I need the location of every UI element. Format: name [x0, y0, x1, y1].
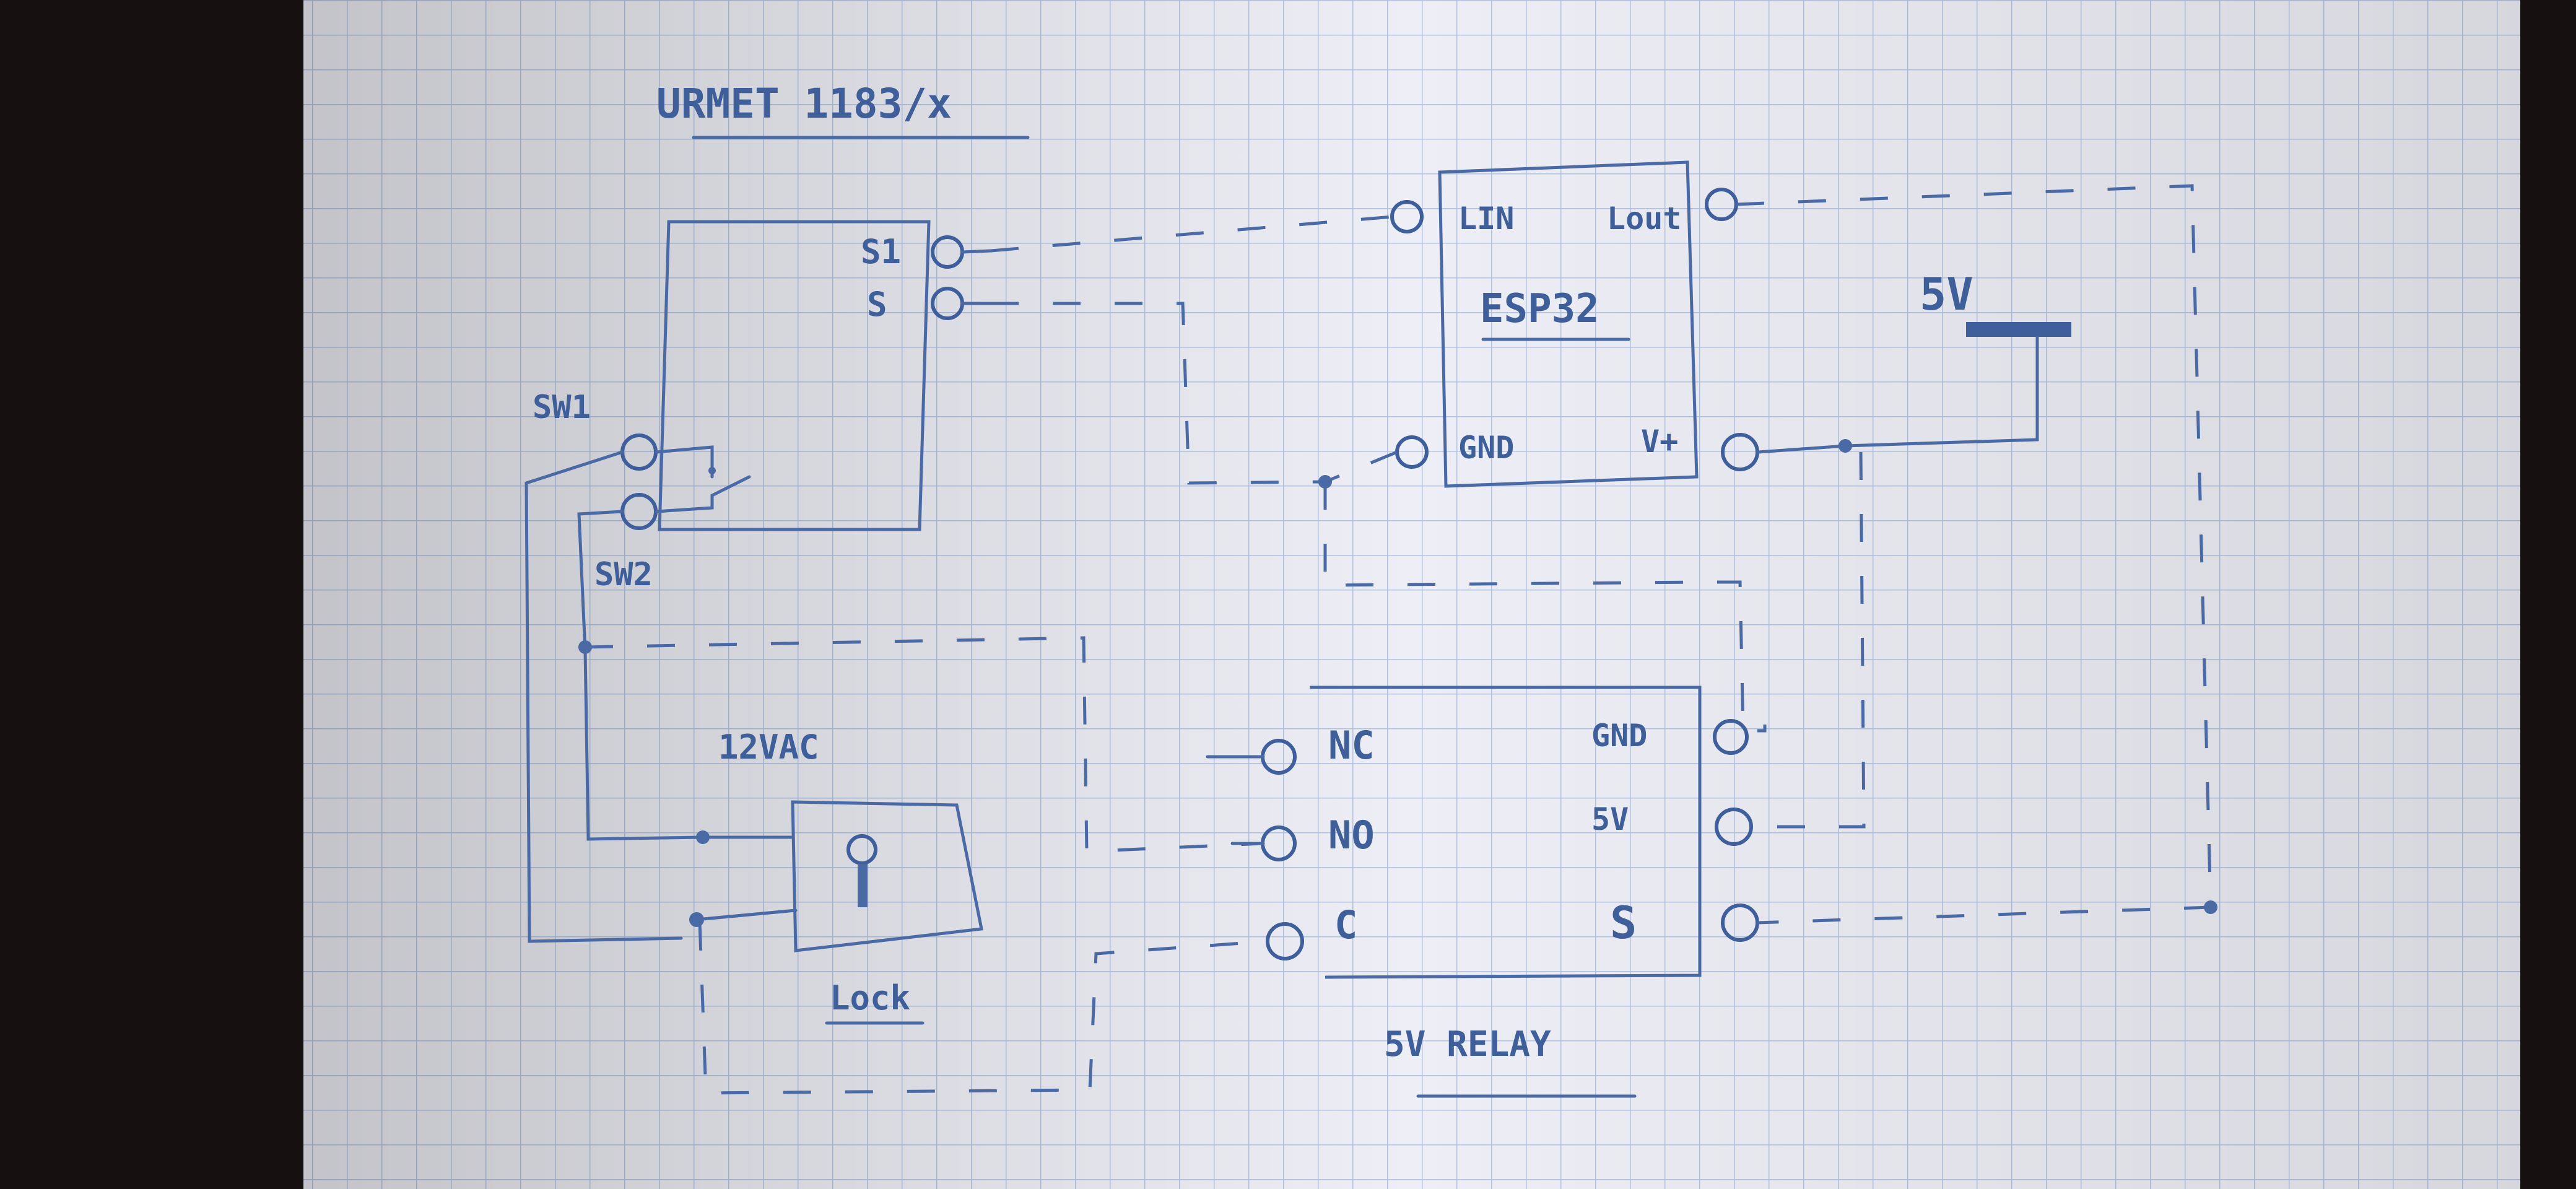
power-label: 5V [1920, 268, 1973, 320]
relay-pin-gnd-label: GND [1591, 718, 1647, 754]
esp32-pin-vplus-label: V+ [1641, 424, 1678, 459]
esp32-pin-gnd-label: GND [1458, 430, 1514, 466]
relay-pin-c-label: C [1334, 902, 1357, 947]
urmet-pin-s1-label: S1 [861, 232, 901, 271]
relay-pin-5v-label: 5V [1591, 801, 1629, 837]
esp32-name: ESP32 [1480, 286, 1599, 332]
lock-label: Lock [830, 978, 910, 1017]
lock-device: 12VAC Lock [689, 728, 983, 1025]
relay-pin-s-label: S [1610, 897, 1637, 949]
relay-pin-c-terminal [1266, 922, 1304, 960]
relay-pin-gnd-terminal [1713, 719, 1749, 755]
relay-pin-nc-label: NC [1328, 723, 1375, 768]
power-supply-5v: 5V [1757, 268, 2071, 454]
diagram-title: URMET 1183/x [656, 80, 952, 128]
relay-name: 5V RELAY [1384, 1024, 1551, 1065]
lock-key-icon [846, 834, 877, 865]
paper-sheet [303, 0, 2520, 1189]
dashed-connections [578, 184, 2217, 1095]
urmet-pin-s-label: S [867, 285, 887, 324]
relay-pin-no-label: NO [1328, 812, 1375, 858]
esp32-pin-lin-label: LIN [1458, 201, 1514, 237]
esp32-pin-lin-terminal [1390, 200, 1424, 233]
relay-module: NC NO C GND 5V S 5V RELAY [1206, 686, 1759, 1098]
esp32-pin-gnd-terminal [1395, 435, 1429, 469]
sw1-label: SW1 [533, 389, 591, 426]
lock-supply-label: 12VAC [718, 728, 819, 767]
esp32-board: LIN Lout ESP32 GND V+ [1390, 160, 1759, 488]
esp32-pin-lout-label: Lout [1607, 201, 1681, 237]
relay-pin-5v-terminal [1715, 808, 1753, 846]
urmet-box: S1 S [658, 220, 993, 531]
sw2-label: SW2 [594, 556, 653, 593]
